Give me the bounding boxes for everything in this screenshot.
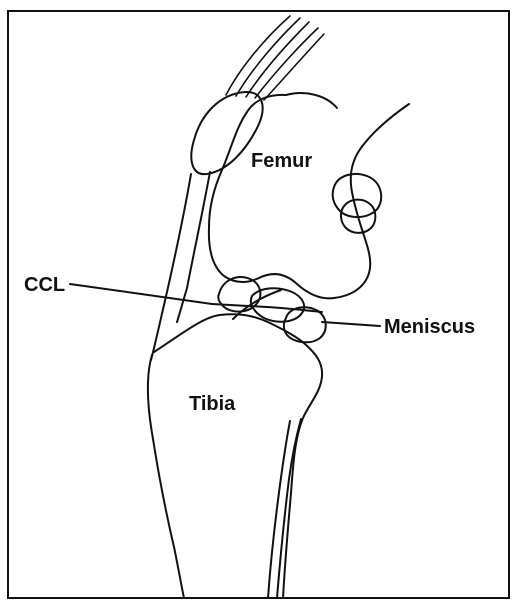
femur-outline (209, 95, 409, 298)
tibia-label: Tibia (189, 393, 236, 415)
tibia-outline (148, 314, 322, 598)
meniscus-label: Meniscus (384, 316, 475, 338)
tendon-strands (226, 16, 324, 100)
joint-cartilage-back (251, 288, 304, 321)
femur-back-curve (286, 93, 337, 108)
femur-label: Femur (251, 150, 312, 172)
meniscus-leader-line (322, 322, 380, 326)
ccl-label: CCL (24, 274, 65, 296)
ccl-leader-line (70, 284, 212, 304)
